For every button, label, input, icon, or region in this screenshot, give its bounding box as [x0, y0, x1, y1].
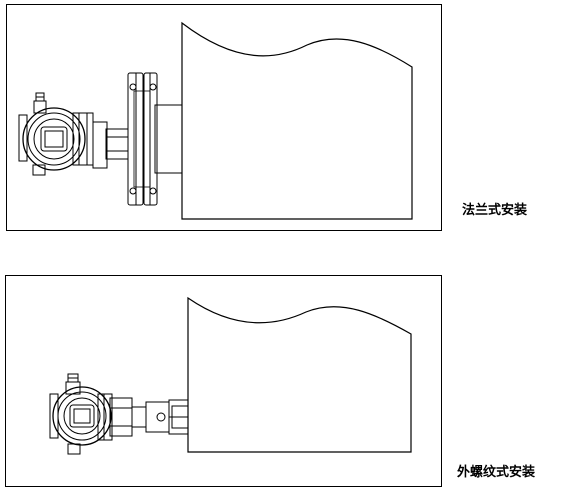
transmitter-housing	[49, 373, 113, 455]
vessel-outline	[187, 296, 412, 453]
threaded-boss	[168, 399, 189, 435]
thread-mount-diagram	[5, 275, 442, 487]
flange-mount-drawing	[18, 21, 413, 220]
threaded-adapter	[109, 397, 170, 437]
process-nozzle	[154, 104, 183, 174]
transmitter-neck	[92, 121, 129, 169]
vessel-outline	[181, 21, 413, 220]
thread-mount-drawing	[49, 296, 412, 455]
flange-mount-caption: 法兰式安装	[462, 203, 528, 218]
thread-mount-caption: 外螺纹式安装	[457, 465, 536, 480]
flange-mount-diagram	[6, 4, 442, 231]
flange-pair	[127, 72, 158, 206]
transmitter-housing	[18, 92, 94, 176]
